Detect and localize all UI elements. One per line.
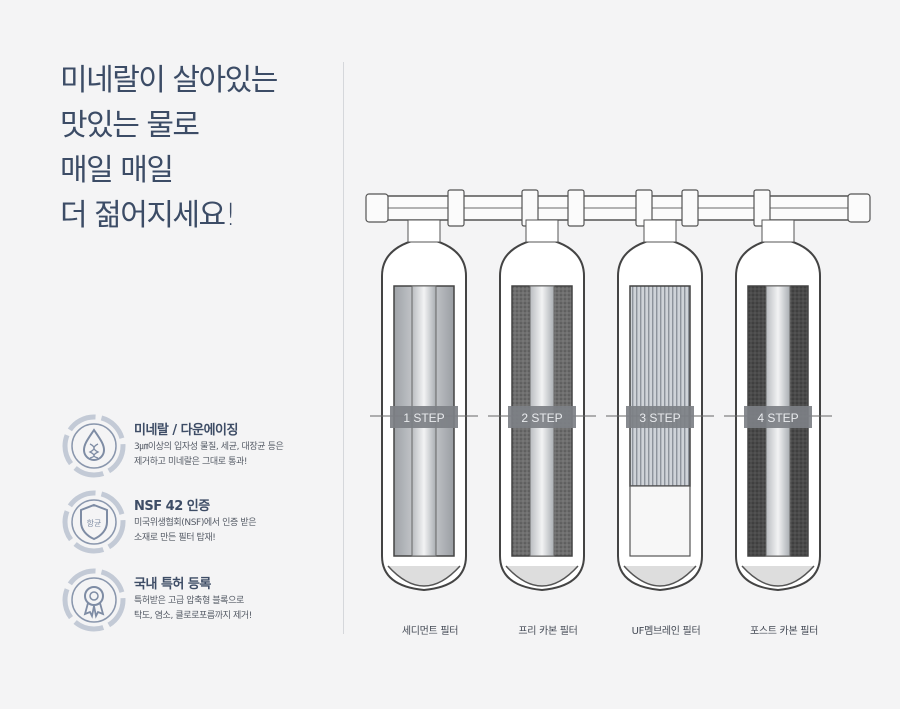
filter-housing-4	[724, 219, 832, 592]
headline-line-4: 더 젊어지세요!	[60, 198, 237, 233]
shield-icon: 항균	[62, 490, 126, 554]
water-drop-dna-icon	[62, 414, 126, 478]
filter-housing-3	[606, 219, 714, 592]
headline: 미네랄이 살아있는 맛있는 물로 매일 매일 더 젊어지세요!	[60, 58, 278, 238]
feature-desc: 특허받은 고급 압축형 블록으로 탁도, 염소, 클로로포름까지 제거!	[134, 594, 334, 624]
feature-patent: 국내 특허 등록 특허받은 고급 압축형 블록으로 탁도, 염소, 클로로포름까…	[62, 568, 332, 640]
filter-housing-2	[488, 219, 596, 592]
svg-text:항균: 항균	[87, 519, 102, 528]
feature-desc: 3㎛이상의 입자성 물질, 세균, 대장균 등은 제거하고 미네랄은 그대로 통…	[134, 440, 334, 470]
feature-desc-line: 탁도, 염소, 클로로포름까지 제거!	[134, 611, 252, 621]
feature-desc-line: 3㎛이상의 입자성 물질, 세균, 대장균 등은	[134, 442, 284, 452]
feature-desc-line: 미국위생협회(NSF)에서 인증 받은	[134, 518, 257, 528]
feature-desc-line: 특허받은 고급 압축형 블록으로	[134, 596, 244, 606]
step-label-1: 1 STEP	[403, 411, 444, 425]
feature-title: 국내 특허 등록	[134, 577, 211, 592]
headline-line-3: 매일 매일	[60, 153, 174, 188]
filter-caption-4: 포스트 카본 필터	[749, 626, 819, 637]
award-ribbon-icon	[62, 568, 126, 632]
feature-desc: 미국위생협회(NSF)에서 인증 받은 소재로 만든 필터 탑재!	[134, 516, 334, 546]
filter-illustration: 1 STEP 2 STEP 3 STEP 4 STEP	[365, 189, 871, 592]
step-label-4: 4 STEP	[757, 411, 798, 425]
step-label-2: 2 STEP	[521, 411, 562, 425]
feature-desc-line: 제거하고 미네랄은 그대로 통과!	[134, 457, 248, 467]
headline-line-2: 맛있는 물로	[60, 108, 200, 143]
feature-title: 미네랄 / 다운에이징	[134, 423, 238, 438]
feature-title: NSF 42 인증	[134, 499, 210, 514]
feature-desc-line: 소재로 만든 필터 탑재!	[134, 533, 216, 543]
filter-caption-2: 프리 카본 필터	[518, 626, 578, 637]
feature-mineral: 미네랄 / 다운에이징 3㎛이상의 입자성 물질, 세균, 대장균 등은 제거하…	[62, 414, 332, 486]
vertical-divider	[343, 62, 344, 634]
feature-nsf: 항균 NSF 42 인증 미국위생협회(NSF)에서 인증 받은 소재로 만든 …	[62, 490, 332, 562]
filter-caption-1: 세디먼트 필터	[401, 626, 459, 637]
filter-housing-1	[370, 219, 478, 592]
filter-caption-3: UF멤브레인 필터	[631, 626, 701, 637]
headline-line-1: 미네랄이 살아있는	[60, 63, 278, 98]
step-label-3: 3 STEP	[639, 411, 680, 425]
